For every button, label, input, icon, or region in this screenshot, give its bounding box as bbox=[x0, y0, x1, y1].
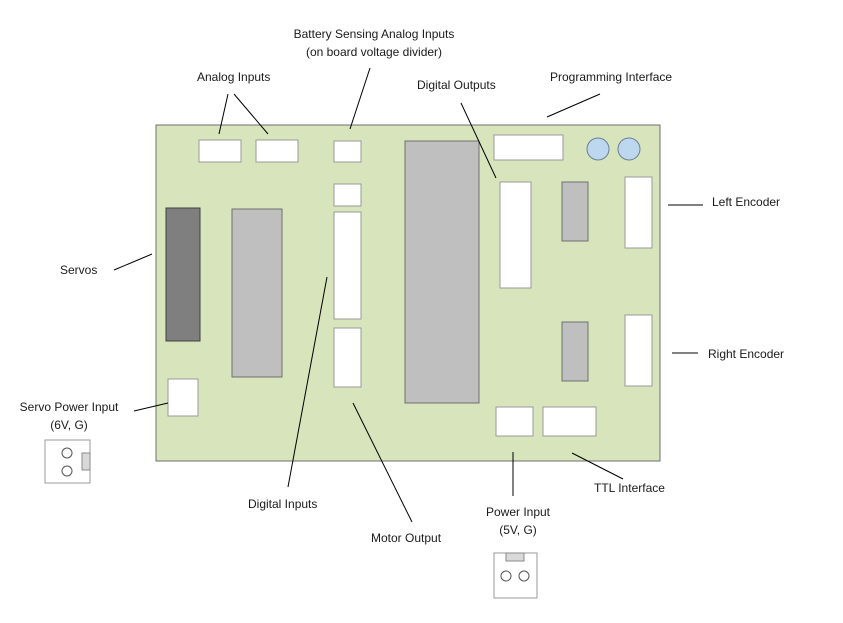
leader-ttl-interface bbox=[571, 452, 624, 480]
servo-header bbox=[165, 207, 201, 342]
leader-analog-2 bbox=[233, 93, 269, 135]
label-analog-inputs-text: Analog Inputs bbox=[197, 70, 271, 84]
label-motor-output-text: Motor Output bbox=[371, 531, 442, 545]
leader-analog-1 bbox=[218, 93, 229, 135]
digital-input-connector bbox=[333, 211, 362, 320]
leader-servo-power bbox=[133, 402, 169, 412]
power-input-connector bbox=[495, 406, 534, 437]
label-digital-inputs-text: Digital Inputs bbox=[248, 497, 318, 511]
chip-left bbox=[231, 208, 283, 378]
label-ttl-interface-text: TTL Interface bbox=[594, 481, 665, 495]
label-battery-sensing-line1: Battery Sensing Analog Inputs bbox=[293, 27, 455, 41]
label-right-encoder-text: Right Encoder bbox=[708, 347, 785, 361]
small-connector bbox=[333, 183, 362, 207]
label-servo-power-line1: Servo Power Input bbox=[19, 400, 119, 414]
battery-sense-connector bbox=[333, 140, 362, 163]
digital-output-connector bbox=[499, 181, 532, 289]
servo-power-connector bbox=[167, 378, 199, 417]
servo-power-pin-2 bbox=[61, 465, 73, 477]
main-microcontroller bbox=[404, 140, 480, 404]
leader-lines bbox=[113, 67, 703, 523]
analog-input-connector-2 bbox=[255, 139, 299, 163]
servo-power-pin-1 bbox=[61, 447, 73, 459]
leader-digital-inputs bbox=[287, 276, 328, 488]
leader-motor-output bbox=[352, 402, 413, 523]
ttl-interface-connector bbox=[542, 406, 597, 437]
power-input-pin-1 bbox=[500, 570, 512, 582]
analog-input-connector-1 bbox=[198, 139, 242, 163]
right-encoder-connector bbox=[624, 314, 653, 387]
oscillator-1 bbox=[586, 137, 610, 161]
power-input-plug-tab bbox=[505, 552, 525, 562]
label-servos-text: Servos bbox=[60, 263, 98, 277]
servo-power-plug-tab bbox=[81, 452, 91, 471]
label-servo-power-input: Servo Power Input (6V, G) bbox=[10, 398, 128, 434]
leader-programming bbox=[546, 93, 601, 118]
leader-digital-outputs bbox=[460, 102, 497, 179]
label-digital-outputs: Digital Outputs bbox=[417, 76, 496, 94]
label-battery-sensing-line2: (on board voltage divider) bbox=[305, 45, 443, 59]
label-power-input-line2: (5V, G) bbox=[499, 523, 537, 537]
leader-battery-sensing bbox=[349, 67, 371, 130]
label-left-encoder: Left Encoder bbox=[712, 193, 780, 211]
label-programming-interface-text: Programming Interface bbox=[550, 70, 673, 84]
encoder-chip-top bbox=[561, 181, 589, 242]
label-ttl-interface: TTL Interface bbox=[594, 479, 665, 497]
programming-interface-connector bbox=[493, 134, 564, 161]
label-left-encoder-text: Left Encoder bbox=[712, 195, 781, 209]
label-power-input: Power Input (5V, G) bbox=[476, 503, 560, 539]
label-right-encoder: Right Encoder bbox=[708, 345, 784, 363]
label-analog-inputs: Analog Inputs bbox=[197, 68, 270, 86]
label-digital-inputs: Digital Inputs bbox=[248, 495, 317, 513]
oscillator-2 bbox=[617, 137, 641, 161]
power-input-pin-2 bbox=[518, 570, 530, 582]
label-digital-outputs-text: Digital Outputs bbox=[417, 78, 496, 92]
label-programming-interface: Programming Interface bbox=[550, 68, 672, 86]
left-encoder-connector bbox=[624, 176, 653, 249]
motor-output-connector bbox=[333, 327, 362, 388]
label-power-input-line1: Power Input bbox=[485, 505, 551, 519]
label-battery-sensing: Battery Sensing Analog Inputs (on board … bbox=[288, 25, 460, 61]
encoder-chip-bottom bbox=[561, 321, 589, 382]
label-servos: Servos bbox=[60, 261, 97, 279]
label-servo-power-line2: (6V, G) bbox=[50, 418, 88, 432]
leader-servos bbox=[113, 253, 153, 271]
label-motor-output: Motor Output bbox=[371, 529, 441, 547]
